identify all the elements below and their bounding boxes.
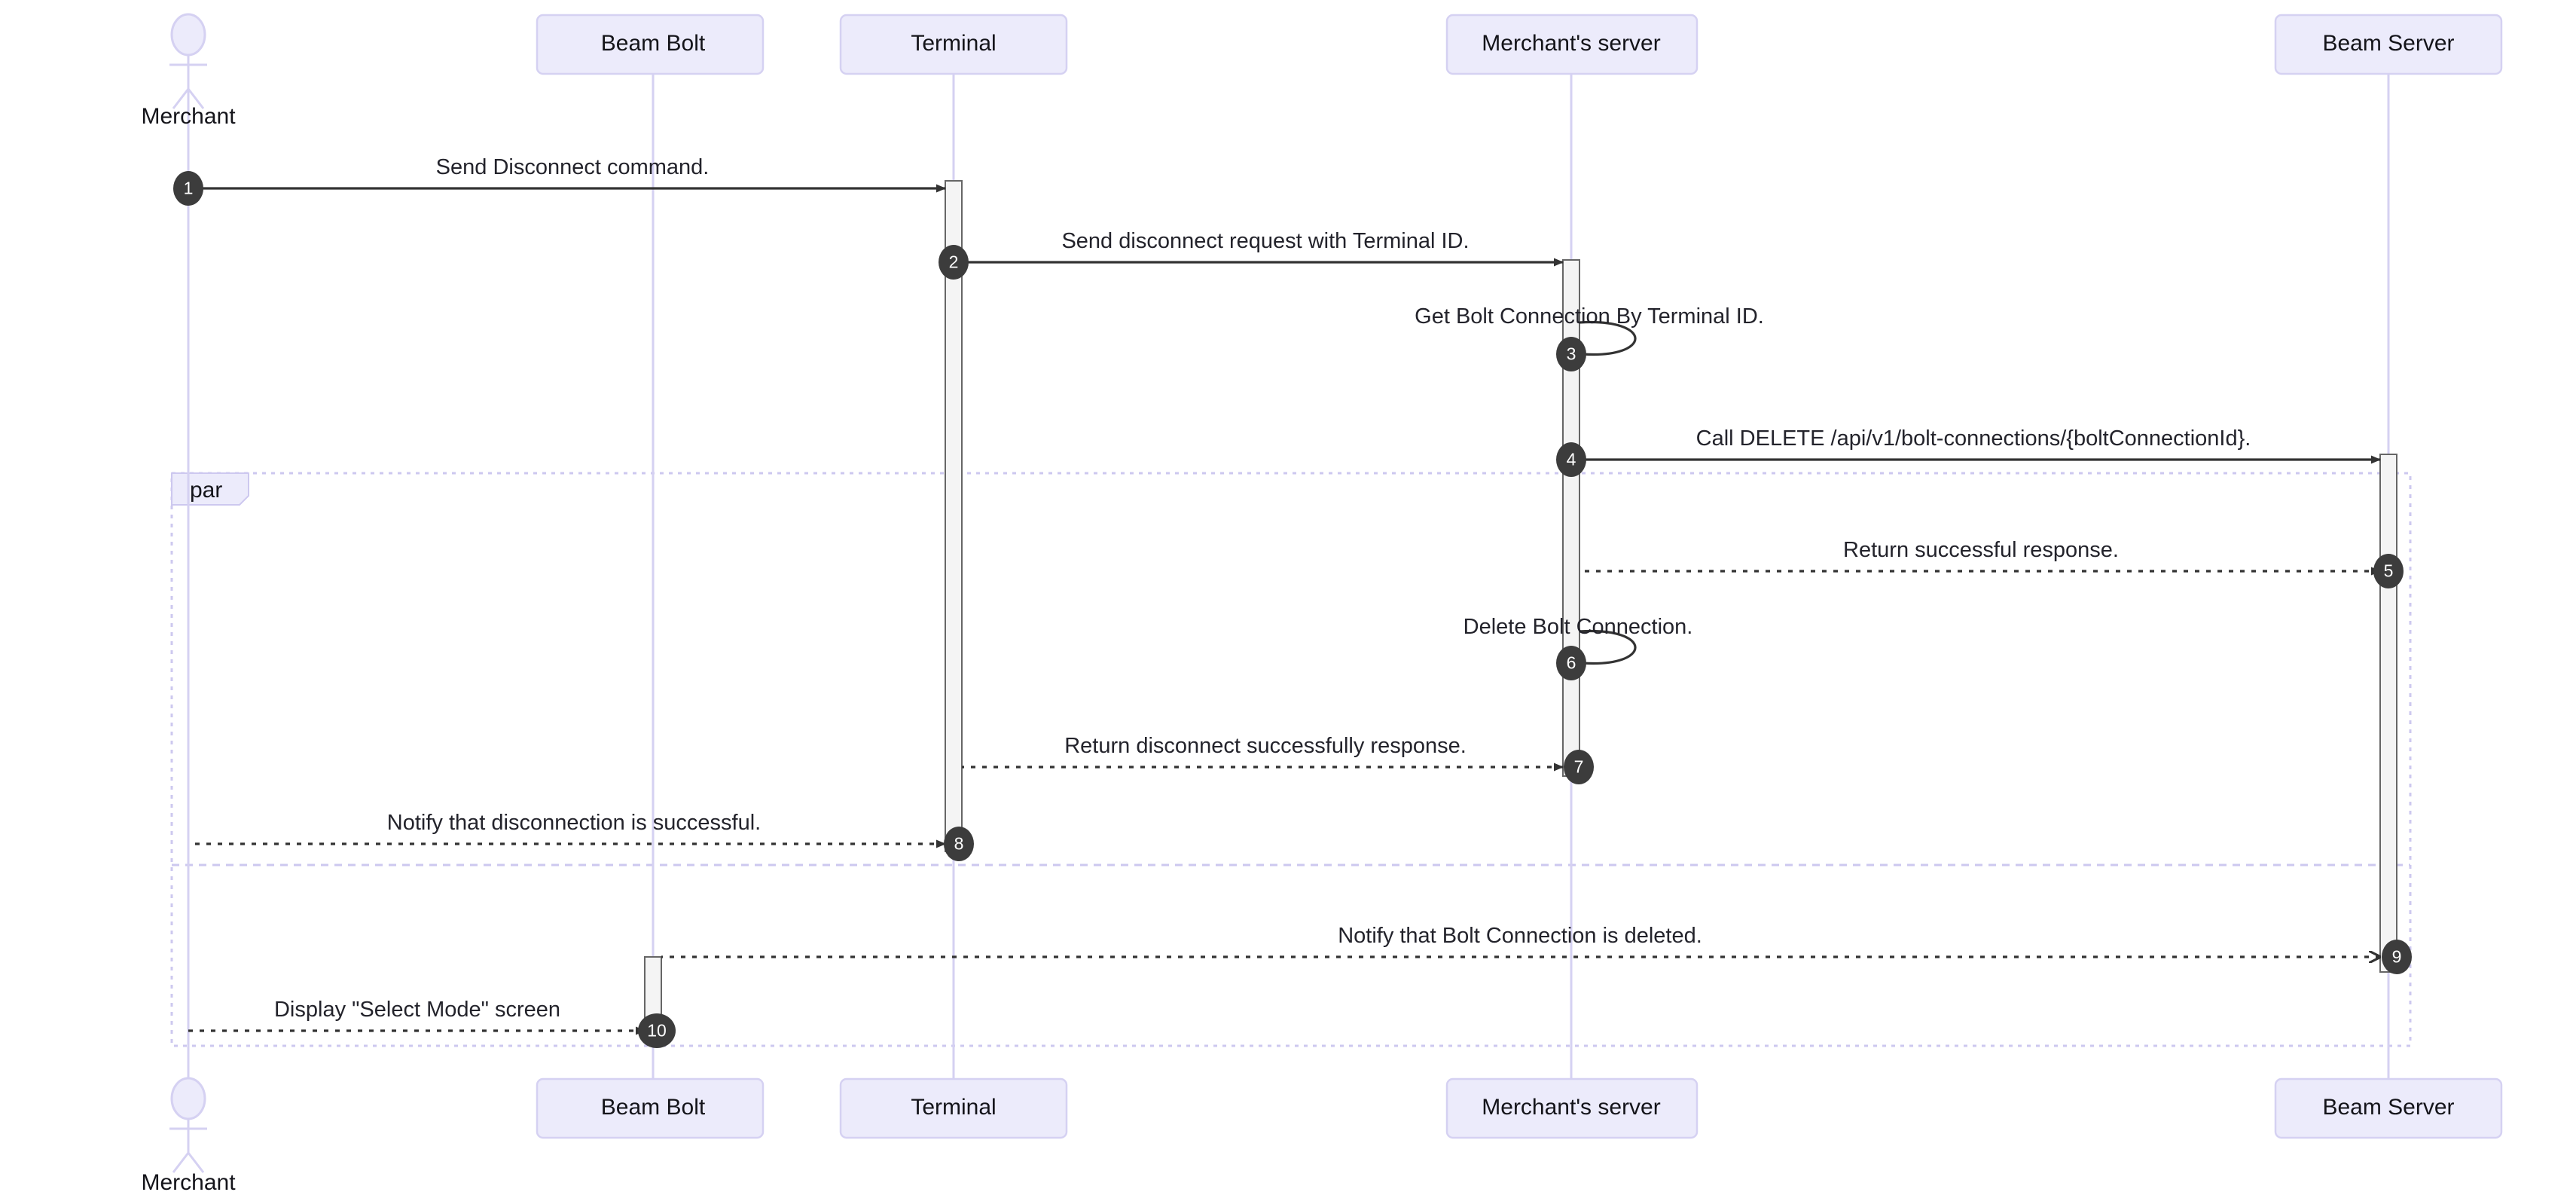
- sequence-badge-5: [2373, 554, 2404, 588]
- activation-bar-terminal: [945, 180, 963, 852]
- actor-leg-left-icon: [172, 1152, 190, 1173]
- actor-head-icon: [170, 13, 206, 57]
- message-self-arrow-3: [1573, 320, 1637, 358]
- actor-merchant-bottom[interactable]: [169, 1077, 207, 1173]
- message-self-arrow-6: [1573, 629, 1637, 667]
- message-label-4: Call DELETE /api/v1/bolt-connections/{bo…: [1695, 426, 2251, 451]
- participant-box-beam-bolt-top[interactable]: [536, 14, 765, 75]
- participant-label-beam-server-top: Beam Server: [2322, 31, 2455, 56]
- sequence-badge-6: [1556, 646, 1586, 680]
- participant-label-beam-bolt-top: Beam Bolt: [600, 31, 706, 56]
- message-6: [1573, 629, 1637, 667]
- message-label-1: Send Disconnect command.: [435, 155, 710, 179]
- sequence-badge-10: [638, 1013, 676, 1048]
- participant-box-terminal-bottom[interactable]: [839, 1077, 1068, 1139]
- sequence-badge-4: [1556, 442, 1586, 477]
- participant-label-terminal-bottom: Terminal: [911, 1095, 997, 1120]
- message-3: [1573, 320, 1637, 358]
- participant-box-terminal-top[interactable]: [839, 14, 1068, 75]
- sequence-badge-1: [173, 171, 203, 206]
- message-label-9: Notify that Bolt Connection is deleted.: [1338, 924, 1702, 948]
- actor-head-icon: [170, 1077, 206, 1120]
- participant-label-beam-server-bottom: Beam Server: [2322, 1095, 2455, 1120]
- participant-box-beam-server-bottom[interactable]: [2274, 1077, 2503, 1139]
- actor-label-merchant-bottom: Merchant: [141, 1170, 236, 1192]
- participant-box-beam-bolt-bottom[interactable]: [536, 1077, 765, 1139]
- participant-box-merchants-server-top[interactable]: [1445, 14, 1699, 75]
- sequence-badge-3: [1556, 337, 1586, 371]
- sequence-badge-7: [1564, 750, 1594, 784]
- actor-leg-left-icon: [172, 88, 190, 109]
- actor-label-merchant-top: Merchant: [141, 104, 236, 129]
- sequence-badge-9: [2382, 940, 2412, 974]
- participant-label-beam-bolt-bottom: Beam Bolt: [600, 1095, 706, 1120]
- actor-merchant-top[interactable]: [169, 13, 207, 109]
- participant-label-terminal-top: Terminal: [911, 31, 997, 56]
- sequence-badge-8: [944, 827, 974, 861]
- message-label-10: Display "Select Mode" screen: [273, 998, 561, 1022]
- sequence-badge-2: [939, 245, 969, 280]
- actor-leg-right-icon: [187, 1152, 205, 1173]
- message-label-8: Notify that disconnection is successful.: [386, 811, 762, 835]
- par-fragment-label: par: [190, 478, 223, 503]
- message-label-3: Get Bolt Connection By Terminal ID.: [1415, 304, 1764, 329]
- participant-box-merchants-server-bottom[interactable]: [1445, 1077, 1699, 1139]
- participant-label-merchants-server-top: Merchant's server: [1482, 31, 1661, 56]
- par-fragment-border: [170, 472, 2412, 1047]
- message-label-7: Return disconnect successfully response.: [1064, 734, 1467, 758]
- message-label-5: Return successful response.: [1843, 538, 2119, 562]
- actor-leg-right-icon: [187, 88, 205, 109]
- activation-bar-beam-server: [2379, 454, 2397, 973]
- par-fragment-label-box: [171, 472, 249, 506]
- message-label-6: Delete Bolt Connection.: [1463, 615, 1693, 639]
- participant-label-merchants-server-bottom: Merchant's server: [1482, 1095, 1661, 1120]
- participant-box-beam-server-top[interactable]: [2274, 14, 2503, 75]
- message-label-2: Send disconnect request with Terminal ID…: [1061, 229, 1470, 253]
